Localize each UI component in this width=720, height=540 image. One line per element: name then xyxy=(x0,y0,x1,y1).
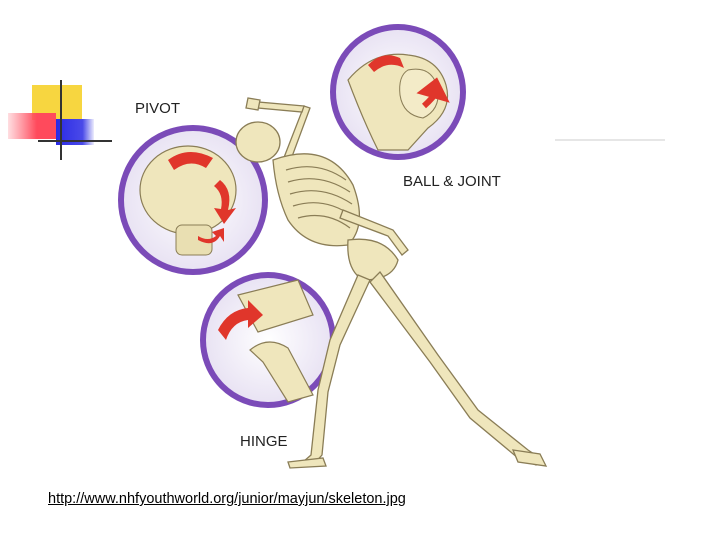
source-url-link[interactable]: http://www.nhfyouthworld.org/junior/mayj… xyxy=(48,491,406,507)
hinge-label: HINGE xyxy=(240,433,288,450)
ball-joint-circle xyxy=(333,27,463,157)
hinge-circle xyxy=(203,275,333,405)
pivot-label: PIVOT xyxy=(135,100,180,117)
red-square xyxy=(8,113,56,139)
skeleton-joints-image: PIVOT BALL & JOINT HINGE xyxy=(108,10,568,480)
ball-joint-label: BALL & JOINT xyxy=(403,173,501,190)
gray-rule xyxy=(555,139,665,141)
